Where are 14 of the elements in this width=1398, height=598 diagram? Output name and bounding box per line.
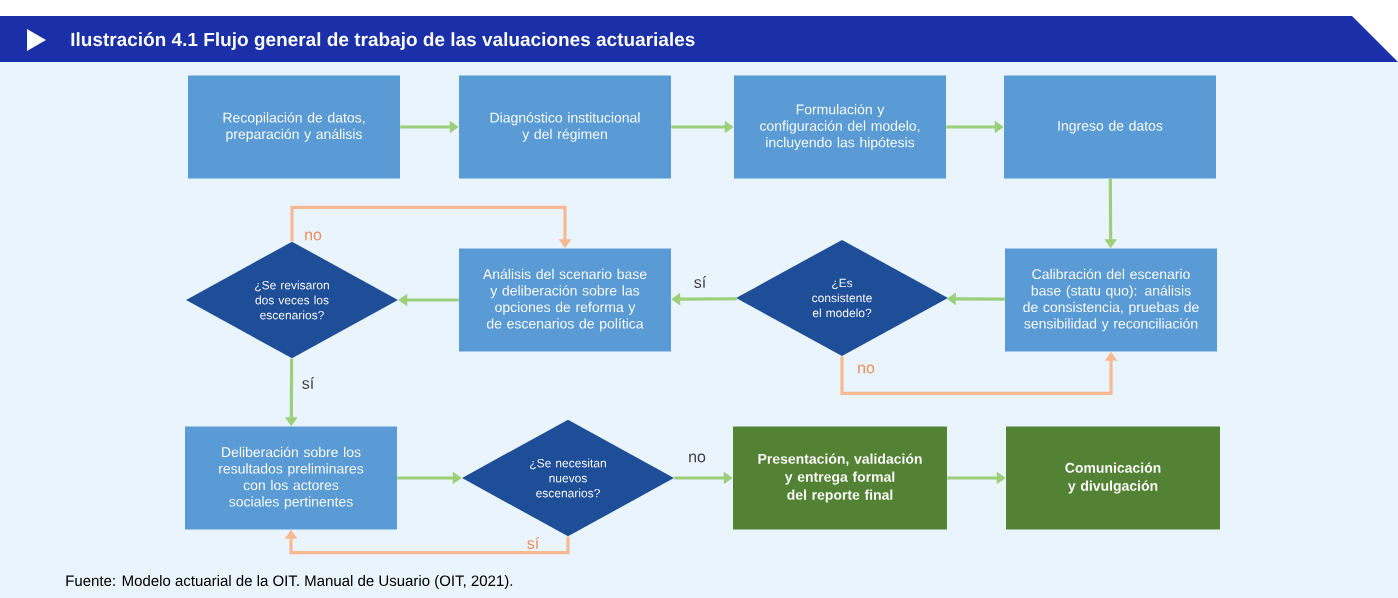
- edge-label: no: [302, 230, 324, 242]
- process-box: Comunicación y divulgación: [1006, 426, 1220, 530]
- title: Ilustración 4.1 Flujo general de trabajo de las valuaciones actuariales: [71, 32, 695, 50]
- process-box: Recopilación de datos, preparación y análisis: [188, 75, 400, 179]
- process-box: Análisis del scenario base y deliberación sobre las opciones de reforma y de escenarios de política: [459, 248, 671, 352]
- process-box: Calibración del escenario base (statu quo): análisis de consistencia, pruebas de sensibilidad y reconciliación: [1005, 248, 1217, 352]
- process-box: Deliberación sobre los resultados preliminares con los actores sociales pertinentes: [185, 426, 397, 530]
- process-box: Formulación y configuración del modelo, incluyendo las hipótesis: [734, 75, 946, 179]
- caption: Fuente: Modelo actuarial de la OIT. Manual de Usuario (OIT, 2021).: [66, 575, 513, 589]
- edge-label: no: [686, 452, 708, 464]
- edge-label: no: [855, 363, 877, 375]
- process-box: Diagnóstico institucional y del régimen: [459, 75, 671, 179]
- process-box: Ingreso de datos: [1004, 75, 1216, 179]
- process-box: Presentación, validación y entrega formal del reporte final: [733, 426, 947, 530]
